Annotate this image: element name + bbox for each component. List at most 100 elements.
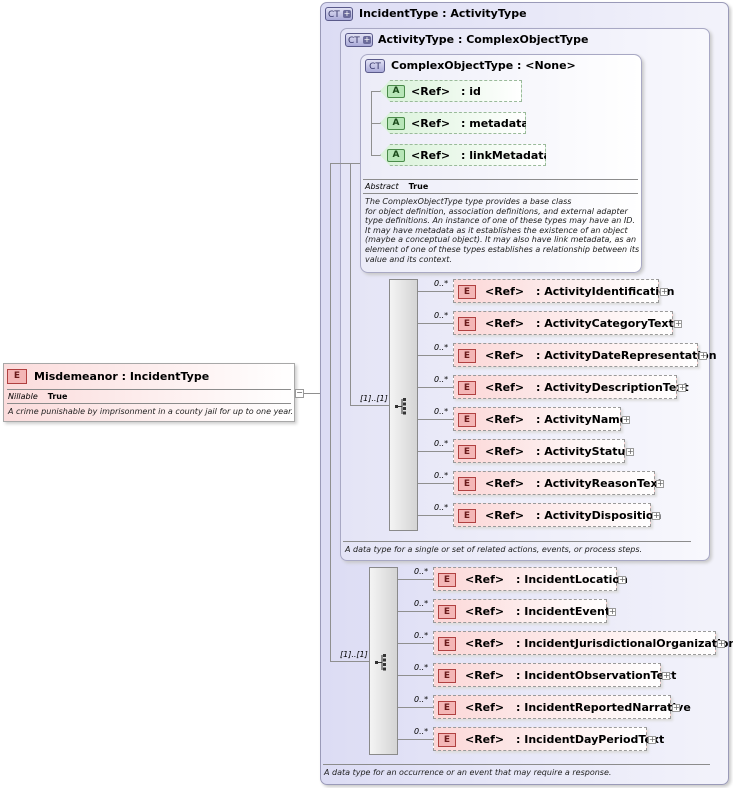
property-key: Nillable xyxy=(8,392,38,401)
sequence-compositor[interactable] xyxy=(369,567,398,755)
element-row[interactable]: E<Ref>: IncidentObservationText xyxy=(433,663,676,687)
connector-line xyxy=(418,515,453,516)
connector-line xyxy=(398,707,433,708)
element-ref: <Ref> xyxy=(485,445,525,458)
element-badge: E xyxy=(458,349,476,363)
element-row[interactable]: E<Ref>: IncidentEvent xyxy=(433,599,610,623)
connector-line xyxy=(418,387,453,388)
attribute-name: : metadata xyxy=(461,117,529,130)
sequence-cardinality: [1]..[1] xyxy=(340,650,368,659)
expand-plus-icon[interactable]: + xyxy=(678,383,686,392)
element-badge: E xyxy=(458,285,476,299)
element-row[interactable]: E <Ref> : ActivityIdentification xyxy=(453,279,674,303)
element-cardinality: 0..* xyxy=(414,567,429,576)
element-row[interactable]: E <Ref> : ActivityDescriptionText xyxy=(453,375,689,399)
element-name: : ActivityDescriptionText xyxy=(536,381,689,394)
attribute-link-metadata[interactable]: A <Ref> : linkMetadata xyxy=(380,144,546,166)
expand-plus-icon[interactable]: + xyxy=(622,415,630,424)
element-badge: E xyxy=(438,573,456,587)
attribute-name: : id xyxy=(461,85,481,98)
element-row[interactable]: E<Ref>: ActivityCategoryText xyxy=(453,311,674,335)
element-name: : ActivityCategoryText xyxy=(536,317,674,330)
connector-line xyxy=(418,483,453,484)
property-value: True xyxy=(408,182,429,191)
element-ref: <Ref> xyxy=(465,605,505,618)
incident-type-documentation: A data type for an occurrence or an even… xyxy=(324,768,612,777)
divider xyxy=(7,389,291,390)
element-name: : IncidentReportedNarrative xyxy=(516,701,691,714)
attribute-name: : linkMetadata xyxy=(461,149,551,162)
connector-line xyxy=(398,579,433,580)
element-name: : ActivityStatus xyxy=(536,445,632,458)
element-row[interactable]: E<Ref>: ActivityDisposition xyxy=(453,503,661,527)
connector-line xyxy=(371,91,381,92)
complex-type-icon: CT xyxy=(365,59,385,73)
connector-line xyxy=(418,291,453,292)
element-row[interactable]: E<Ref>: IncidentJurisdictionalOrganizati… xyxy=(433,631,733,655)
complex-type-icon: CT+ xyxy=(345,33,373,47)
element-cardinality: 0..* xyxy=(414,727,429,736)
element-name: : IncidentLocation xyxy=(516,573,628,586)
property-value: True xyxy=(47,392,68,401)
element-name: : ActivityIdentification xyxy=(536,285,675,298)
element-row[interactable]: E<Ref>: IncidentDayPeriodText xyxy=(433,727,664,751)
connector-line xyxy=(398,675,433,676)
element-badge: E xyxy=(458,413,476,427)
element-ref: <Ref> xyxy=(485,413,525,426)
expand-plus-icon[interactable]: + xyxy=(672,703,680,712)
complex-type-icon: CT+ xyxy=(325,7,353,21)
element-cardinality: 0..* xyxy=(434,343,449,352)
element-row[interactable]: E<Ref>: ActivityDateRepresentation xyxy=(453,343,717,367)
expand-plus-icon[interactable]: + xyxy=(626,447,634,456)
doc-line: value and its context. xyxy=(365,254,452,264)
connector-line xyxy=(418,323,453,324)
element-badge: E xyxy=(438,669,456,683)
element-row[interactable]: E<Ref>: ActivityReasonText xyxy=(453,471,663,495)
expand-plus-icon[interactable]: + xyxy=(608,607,616,616)
collapse-minus-icon[interactable]: − xyxy=(295,388,304,398)
element-cardinality: 0..* xyxy=(434,311,449,320)
connector-line xyxy=(418,419,453,420)
element-badge: E xyxy=(458,477,476,491)
expand-plus-icon[interactable]: + xyxy=(717,639,725,648)
expand-plus-icon[interactable]: + xyxy=(660,287,668,296)
element-cardinality: 0..* xyxy=(434,471,449,480)
connector-line xyxy=(330,661,370,662)
element-row[interactable]: E<Ref>: ActivityName xyxy=(453,407,627,431)
sequence-compositor[interactable] xyxy=(389,279,418,531)
expand-plus-icon[interactable]: + xyxy=(674,319,682,328)
connector-line xyxy=(371,155,381,156)
element-badge: E xyxy=(438,701,456,715)
activity-type-documentation: A data type for a single or set of relat… xyxy=(345,545,643,554)
expand-plus-icon[interactable]: + xyxy=(656,479,664,488)
doc-line: type definitions. An instance of one of … xyxy=(365,216,635,226)
connector-line xyxy=(350,163,351,405)
attribute-metadata[interactable]: A <Ref> : metadata xyxy=(380,112,526,134)
element-row[interactable]: E <Ref> : ActivityStatus xyxy=(453,439,632,463)
element-cardinality: 0..* xyxy=(434,503,449,512)
element-badge: E xyxy=(458,509,476,523)
element-badge: E xyxy=(458,445,476,459)
expand-plus-icon[interactable]: + xyxy=(662,671,670,680)
expand-plus-icon[interactable]: + xyxy=(648,735,656,744)
connector-line xyxy=(398,611,433,612)
doc-line: It may have metadata as it establishes t… xyxy=(365,225,628,235)
element-badge: E xyxy=(438,605,456,619)
element-ref: <Ref> xyxy=(485,509,525,522)
element-cardinality: 0..* xyxy=(434,279,449,288)
connector-line xyxy=(350,405,390,406)
attribute-id[interactable]: A <Ref> : id xyxy=(380,80,522,102)
element-row[interactable]: E<Ref>: IncidentReportedNarrative xyxy=(433,695,691,719)
expand-plus-icon[interactable]: + xyxy=(652,511,660,520)
connector-line xyxy=(418,451,453,452)
activity-type-title: ActivityType : ComplexObjectType xyxy=(378,33,589,46)
element-row[interactable]: E<Ref>: IncidentLocation xyxy=(433,567,628,591)
element-badge: E xyxy=(458,381,476,395)
expand-plus-icon[interactable]: + xyxy=(699,351,707,360)
element-ref: <Ref> xyxy=(485,285,525,298)
expand-plus-icon[interactable]: + xyxy=(618,575,626,584)
element-cardinality: 0..* xyxy=(434,375,449,384)
doc-line: (maybe a conceptual object). It may also… xyxy=(365,235,637,245)
element-ref: <Ref> xyxy=(485,381,525,394)
